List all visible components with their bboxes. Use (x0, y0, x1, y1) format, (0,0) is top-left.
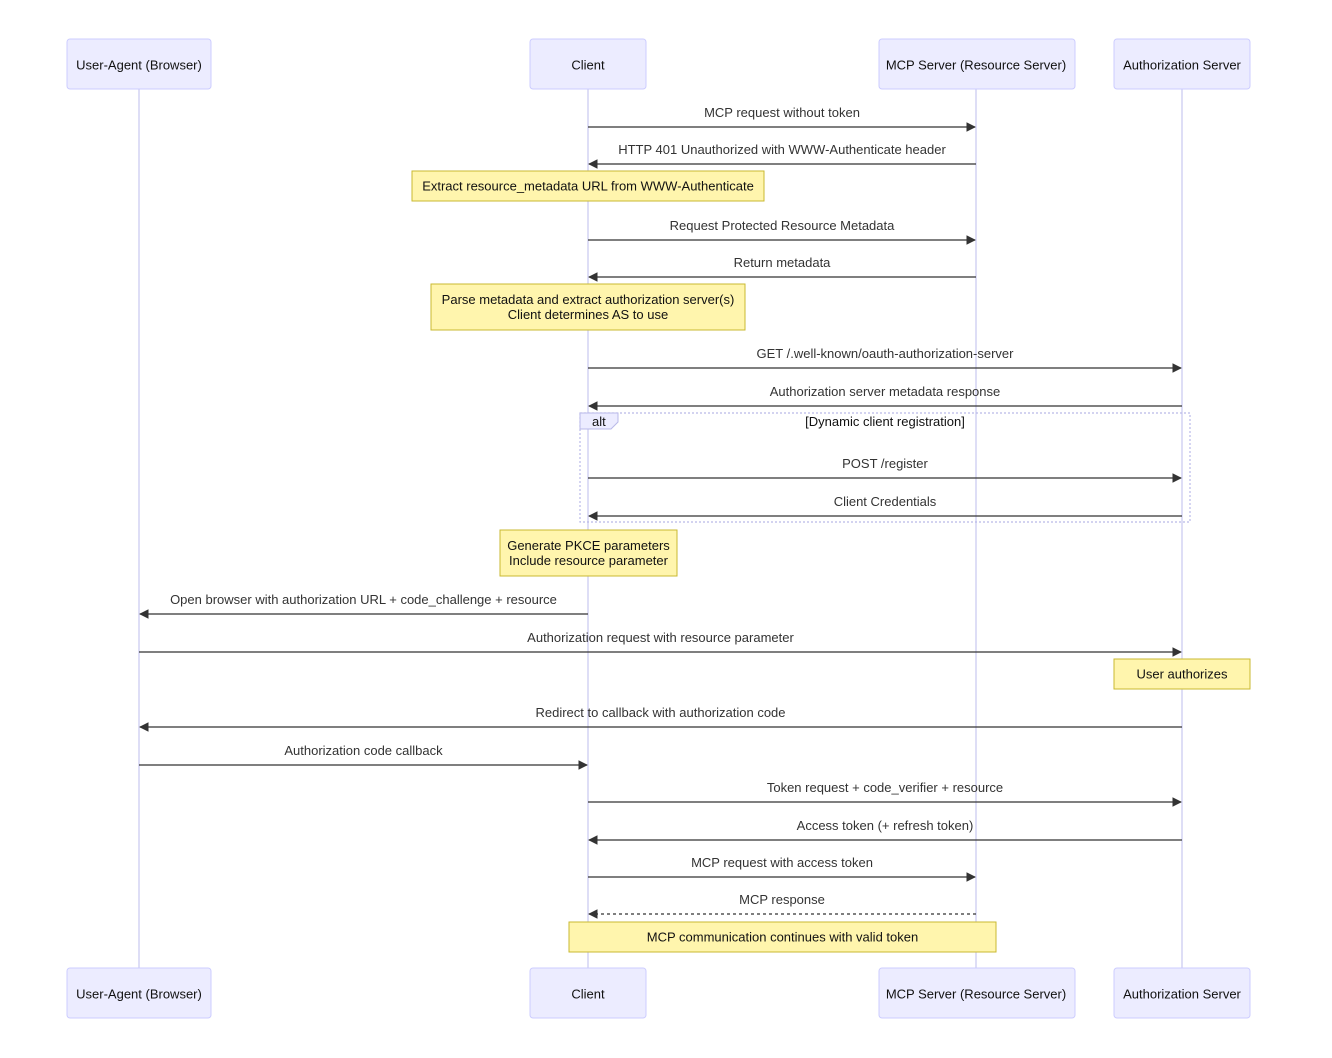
message: Token request + code_verifier + resource (588, 780, 1182, 807)
participant-label: User-Agent (Browser) (76, 987, 202, 1002)
message-label: MCP request without token (704, 105, 860, 120)
note-text: Include resource parameter (509, 553, 669, 568)
alt-frame-border (579, 412, 1191, 523)
participant-client-bottom: Client (529, 967, 647, 1019)
participant-box (529, 38, 647, 90)
message: MCP request without token (588, 105, 976, 132)
participant-as-bottom: Authorization Server (1113, 967, 1251, 1019)
note-box (1113, 658, 1251, 690)
message-label: GET /.well-known/oauth-authorization-ser… (757, 346, 1015, 361)
message-label: Authorization request with resource para… (527, 630, 794, 645)
message: Return metadata (588, 255, 976, 282)
note-text: Client determines AS to use (508, 307, 668, 322)
note: Parse metadata and extract authorization… (430, 283, 746, 331)
message: Access token (+ refresh token) (588, 818, 1182, 845)
participant-label: User-Agent (Browser) (76, 58, 202, 73)
message-label: MCP response (739, 892, 825, 907)
participant-box (878, 38, 1076, 90)
alt-frame-tab (579, 412, 619, 430)
message-label: Authorization server metadata response (770, 384, 1001, 399)
participant-ua-bottom: User-Agent (Browser) (66, 967, 212, 1019)
participant-mcp-bottom: MCP Server (Resource Server) (878, 967, 1076, 1019)
participant-box (66, 967, 212, 1019)
message-label: Token request + code_verifier + resource (767, 780, 1003, 795)
participant-box (878, 967, 1076, 1019)
message: Request Protected Resource Metadata (588, 218, 976, 245)
message-label: Return metadata (734, 255, 832, 270)
message: Authorization request with resource para… (139, 630, 1182, 657)
participant-box (1113, 967, 1251, 1019)
lifelines (138, 89, 1183, 968)
message: Open browser with authorization URL + co… (139, 592, 588, 619)
message: Authorization server metadata response (588, 384, 1182, 411)
message: GET /.well-known/oauth-authorization-ser… (588, 346, 1182, 373)
message-label: Request Protected Resource Metadata (670, 218, 896, 233)
message-label: MCP request with access token (691, 855, 873, 870)
note-box (430, 283, 746, 331)
note-box (568, 921, 997, 953)
participant-mcp-top: MCP Server (Resource Server) (878, 38, 1076, 90)
message: Redirect to callback with authorization … (139, 705, 1182, 732)
participant-ua-top: User-Agent (Browser) (66, 38, 212, 90)
message: Client Credentials (588, 494, 1182, 521)
participant-as-top: Authorization Server (1113, 38, 1251, 90)
participant-client-top: Client (529, 38, 647, 90)
message-label: Redirect to callback with authorization … (535, 705, 785, 720)
participant-box (529, 967, 647, 1019)
note-box (411, 170, 765, 202)
note: Extract resource_metadata URL from WWW-A… (411, 170, 765, 202)
message: MCP response (588, 892, 976, 919)
note-box (499, 529, 678, 577)
message-label: POST /register (842, 456, 928, 471)
alt-frame-condition: [Dynamic client registration] (805, 414, 965, 429)
message-label: Open browser with authorization URL + co… (170, 592, 557, 607)
note-text: Parse metadata and extract authorization… (442, 292, 735, 307)
participant-label: Authorization Server (1123, 987, 1241, 1002)
frames: alt [Dynamic client registration] (579, 412, 1191, 523)
message: MCP request with access token (588, 855, 976, 882)
note-text: Extract resource_metadata URL from WWW-A… (422, 179, 754, 194)
message: POST /register (588, 456, 1182, 483)
participant-box (66, 38, 212, 90)
participant-box (1113, 38, 1251, 90)
note-text: User authorizes (1136, 667, 1228, 682)
participant-label: MCP Server (Resource Server) (886, 58, 1066, 73)
note-text: Generate PKCE parameters (507, 538, 670, 553)
message-label: Access token (+ refresh token) (797, 818, 974, 833)
message: Authorization code callback (139, 743, 588, 770)
message-label: Authorization code callback (284, 743, 443, 758)
message-label: HTTP 401 Unauthorized with WWW-Authentic… (618, 142, 946, 157)
participant-label: Client (571, 58, 605, 73)
alt-frame: alt [Dynamic client registration] (579, 412, 1191, 523)
participant-label: MCP Server (Resource Server) (886, 987, 1066, 1002)
note: MCP communication continues with valid t… (568, 921, 997, 953)
message: HTTP 401 Unauthorized with WWW-Authentic… (588, 142, 976, 169)
participant-label: Client (571, 987, 605, 1002)
participant-label: Authorization Server (1123, 58, 1241, 73)
note-text: MCP communication continues with valid t… (647, 930, 918, 945)
alt-frame-keyword: alt (592, 414, 606, 429)
participants: User-Agent (Browser) User-Agent (Browser)… (66, 38, 1251, 1019)
note: User authorizes (1113, 658, 1251, 690)
message-label: Client Credentials (834, 494, 937, 509)
